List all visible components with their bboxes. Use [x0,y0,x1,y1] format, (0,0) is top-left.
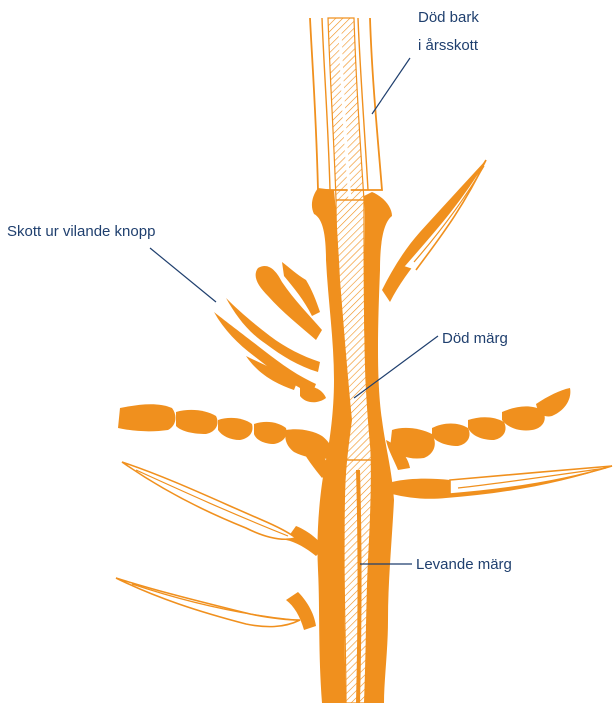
label-dormant-bud-shoot: Skott ur vilande knopp [7,223,155,240]
label-dead-bark-line1: Död bark [418,9,479,26]
label-living-pith: Levande märg [416,556,512,573]
leader-dormant-bud-shoot [150,248,216,302]
label-dead-pith: Död märg [442,330,508,347]
living-pith-streak [358,470,360,703]
label-dead-bark-line2: i årsskott [418,37,479,54]
upper-right-branch [382,160,486,302]
dormant-bud-shoot-cluster [214,262,326,402]
right-middle-branch [386,388,570,470]
right-lower-branch [392,466,612,499]
left-middle-branch [118,404,333,478]
leader-dead-bark [372,58,410,114]
left-lower-branch [122,462,324,556]
bottom-left-branch [116,578,316,630]
dead-annual-shoot [310,18,382,200]
